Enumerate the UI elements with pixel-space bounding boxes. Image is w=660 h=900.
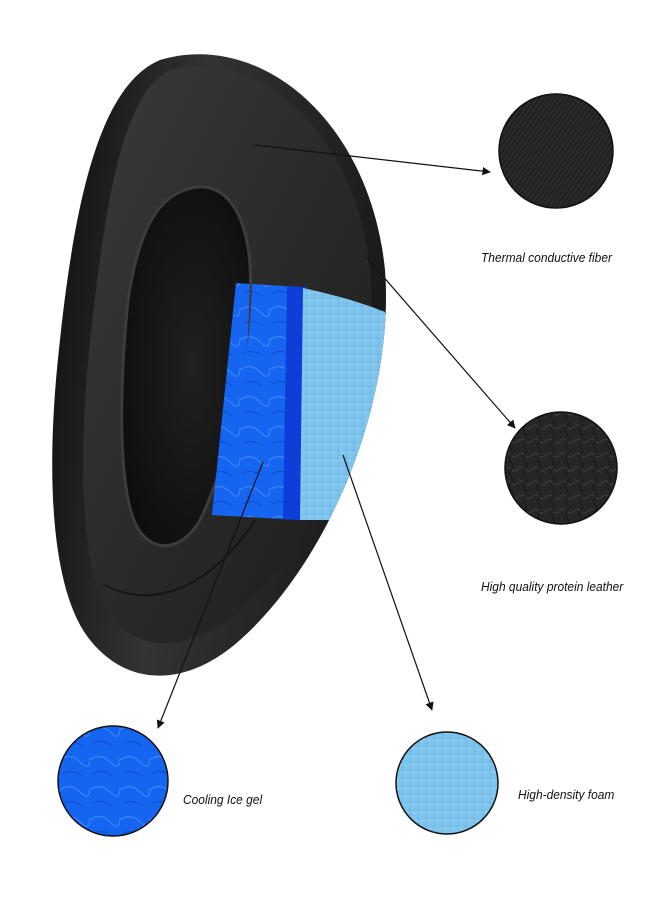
thermal-fiber-label: Thermal conductive fiber bbox=[481, 250, 612, 265]
arrow-protein-leather bbox=[366, 257, 516, 429]
gel-texture-icon bbox=[57, 725, 169, 837]
foam-label: High-density foam bbox=[518, 787, 615, 802]
cooling-gel-label: Cooling Ice gel bbox=[183, 792, 263, 807]
arrow-foam bbox=[342, 454, 434, 711]
cutaway-foam-layer bbox=[300, 288, 387, 520]
foam-texture-icon bbox=[395, 731, 499, 835]
fabric-texture-icon bbox=[498, 93, 614, 209]
cutaway-gel-overlap bbox=[212, 283, 250, 515]
leather-texture-icon bbox=[504, 411, 618, 525]
cushion-seam bbox=[104, 519, 256, 597]
arrow-thermal-fiber bbox=[254, 144, 491, 176]
cutaway-gel-edge bbox=[283, 286, 306, 520]
inner-rim-stitch bbox=[120, 185, 253, 548]
ear-cushion bbox=[52, 54, 387, 676]
arrow-cooling-gel bbox=[156, 461, 264, 729]
protein-leather-label: High quality protein leather bbox=[481, 579, 624, 594]
